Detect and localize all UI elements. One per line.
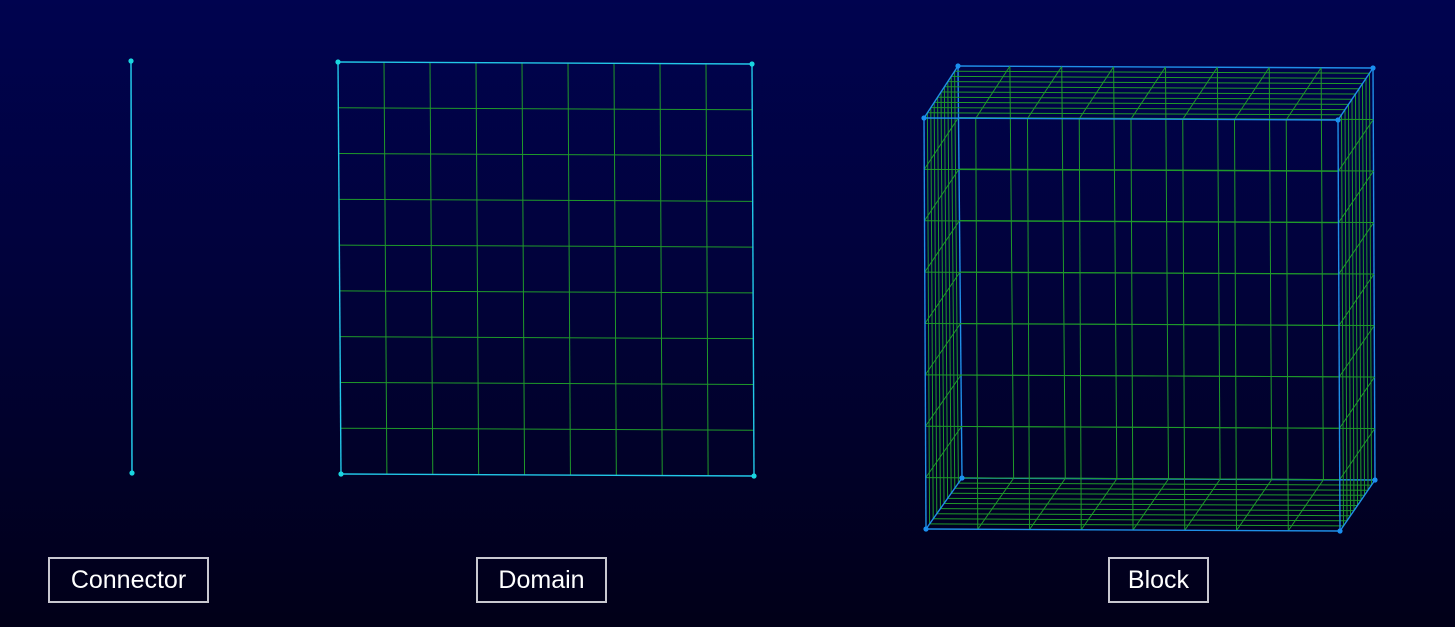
block-bottom-grid-line [933,518,1348,522]
block-bottom-grid-line [954,487,1369,491]
domain-corner-1[interactable] [749,61,755,67]
domain-grid-line [338,198,753,202]
block-right-grid-line [1337,119,1374,172]
block-left-grid-line [924,220,960,273]
domain-grid-line [340,427,754,431]
block-front-corner-1[interactable] [1335,117,1341,123]
domain-grid-line [705,63,709,476]
block-right-grid-line [1338,273,1375,326]
block-top-grid-line [954,70,1370,74]
block-front-grid-line [924,323,1340,326]
block-front-corner-2[interactable] [1337,528,1343,534]
domain-mesh[interactable] [335,59,757,479]
domain-edge [340,473,755,477]
block-front-grid-line [925,374,1340,378]
block-label-text: Block [1127,565,1190,594]
block-top-grid-line [930,107,1346,111]
domain-edge [751,63,755,477]
block-back-corner-1[interactable] [1370,65,1376,71]
block-bottom-grid-line [936,513,1351,517]
block-front-grid-line [925,477,1340,481]
domain-corner-2[interactable] [751,473,757,479]
block-front-corner-0[interactable] [921,115,927,121]
domain-grid-line [475,62,480,475]
block-depth-edge [1337,67,1374,121]
connector-mesh[interactable] [128,58,135,476]
block-top-grid-line [947,81,1363,85]
block-right-grid-line [1338,170,1374,224]
block-left-grid-line [925,426,962,478]
block-label[interactable]: Block [1108,557,1209,603]
domain-label[interactable]: Domain [476,557,607,603]
connector-label-text: Connector [70,565,187,594]
block-back-corner-3[interactable] [959,475,965,481]
block-bottom-grid-line [929,523,1344,527]
domain-grid-line [339,290,754,294]
domain-corner-3[interactable] [338,471,344,477]
block-bottom-grid-line [940,508,1355,512]
domain-grid-line [339,244,753,248]
block-right-grid-line [1339,428,1376,480]
block-back-corner-2[interactable] [1372,477,1378,483]
block-top-grid-line [934,101,1349,105]
block-left-grid-line [923,117,959,170]
block-bottom-grid-line [947,497,1362,501]
block-front-grid-line [924,168,1339,172]
block-left-grid-line [924,323,961,376]
domain-grid-line [338,107,753,111]
block-bottom-grid-line [958,482,1372,486]
block-right-grid-line [1338,222,1375,275]
block-left-grid-line [924,168,960,222]
block-front-edge [925,528,1341,532]
domain-grid-line [659,63,663,476]
block-depth-edge [925,477,963,530]
domain-edge [337,61,753,65]
domain-label-text: Domain [498,565,585,594]
block-left-grid-line [924,271,961,324]
domain-grid-line [340,381,754,385]
block-front-grid-line [924,271,1339,275]
domain-corner-0[interactable] [335,59,341,65]
domain-grid-line [339,336,754,340]
block-front-edge [1337,119,1341,532]
block-back-corner-0[interactable] [955,63,961,69]
connector-edge [130,60,133,474]
connector-node-start[interactable] [128,58,134,64]
domain-grid-line [383,62,388,475]
block-front-grid-line [924,220,1339,224]
block-front-corner-3[interactable] [923,526,929,532]
block-front-edge [923,117,1339,121]
block-depth-edge [1339,479,1376,532]
block-top-grid-line [944,86,1360,90]
block-depth-edge [923,65,959,119]
block-bottom-grid-line [951,492,1365,496]
block-front-grid-line [925,425,1340,429]
block-mesh[interactable] [921,63,1378,534]
domain-grid-line [567,63,571,476]
block-top-grid-line [937,96,1353,100]
block-right-grid-line [1339,376,1375,429]
connector-label[interactable]: Connector [48,557,209,603]
block-top-grid-line [927,112,1342,116]
block-top-grid-line [951,75,1367,79]
domain-grid-line [338,153,753,157]
block-right-grid-line [1338,325,1375,378]
block-left-grid-line [925,374,962,427]
block-front-edge [923,117,927,530]
domain-grid-line [521,62,526,475]
domain-edge [337,61,342,475]
block-top-grid-line [940,91,1356,95]
domain-grid-line [429,62,434,475]
connector-node-end[interactable] [129,470,135,476]
domain-grid-line [613,63,617,476]
